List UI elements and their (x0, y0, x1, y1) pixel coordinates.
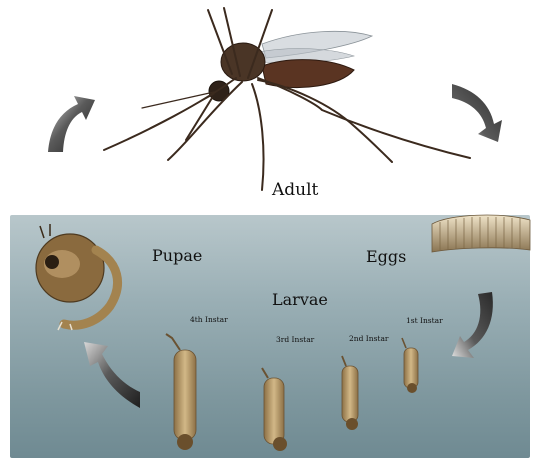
pupa (36, 224, 118, 330)
larva-1st-instar (402, 338, 418, 393)
label-adult: Adult (272, 180, 318, 200)
larva-4th-instar (166, 334, 196, 450)
cycle-arrow-top-left (48, 96, 95, 152)
label-eggs: Eggs (366, 247, 406, 266)
label-1st-instar: 1st Instar (406, 316, 443, 325)
label-2nd-instar: 2nd Instar (349, 334, 389, 343)
larva-3rd-instar (262, 368, 287, 451)
cycle-arrow-bottom-left (84, 342, 140, 408)
cycle-arrow-right (452, 292, 493, 358)
adult-mosquito (104, 8, 470, 190)
label-4th-instar: 4th Instar (190, 315, 228, 324)
eggs-raft (432, 215, 530, 252)
larva-2nd-instar (342, 356, 358, 430)
label-3rd-instar: 3rd Instar (276, 335, 314, 344)
cycle-arrow-top-right (452, 84, 502, 142)
label-pupae: Pupae (152, 246, 202, 265)
label-larvae: Larvae (272, 290, 328, 309)
